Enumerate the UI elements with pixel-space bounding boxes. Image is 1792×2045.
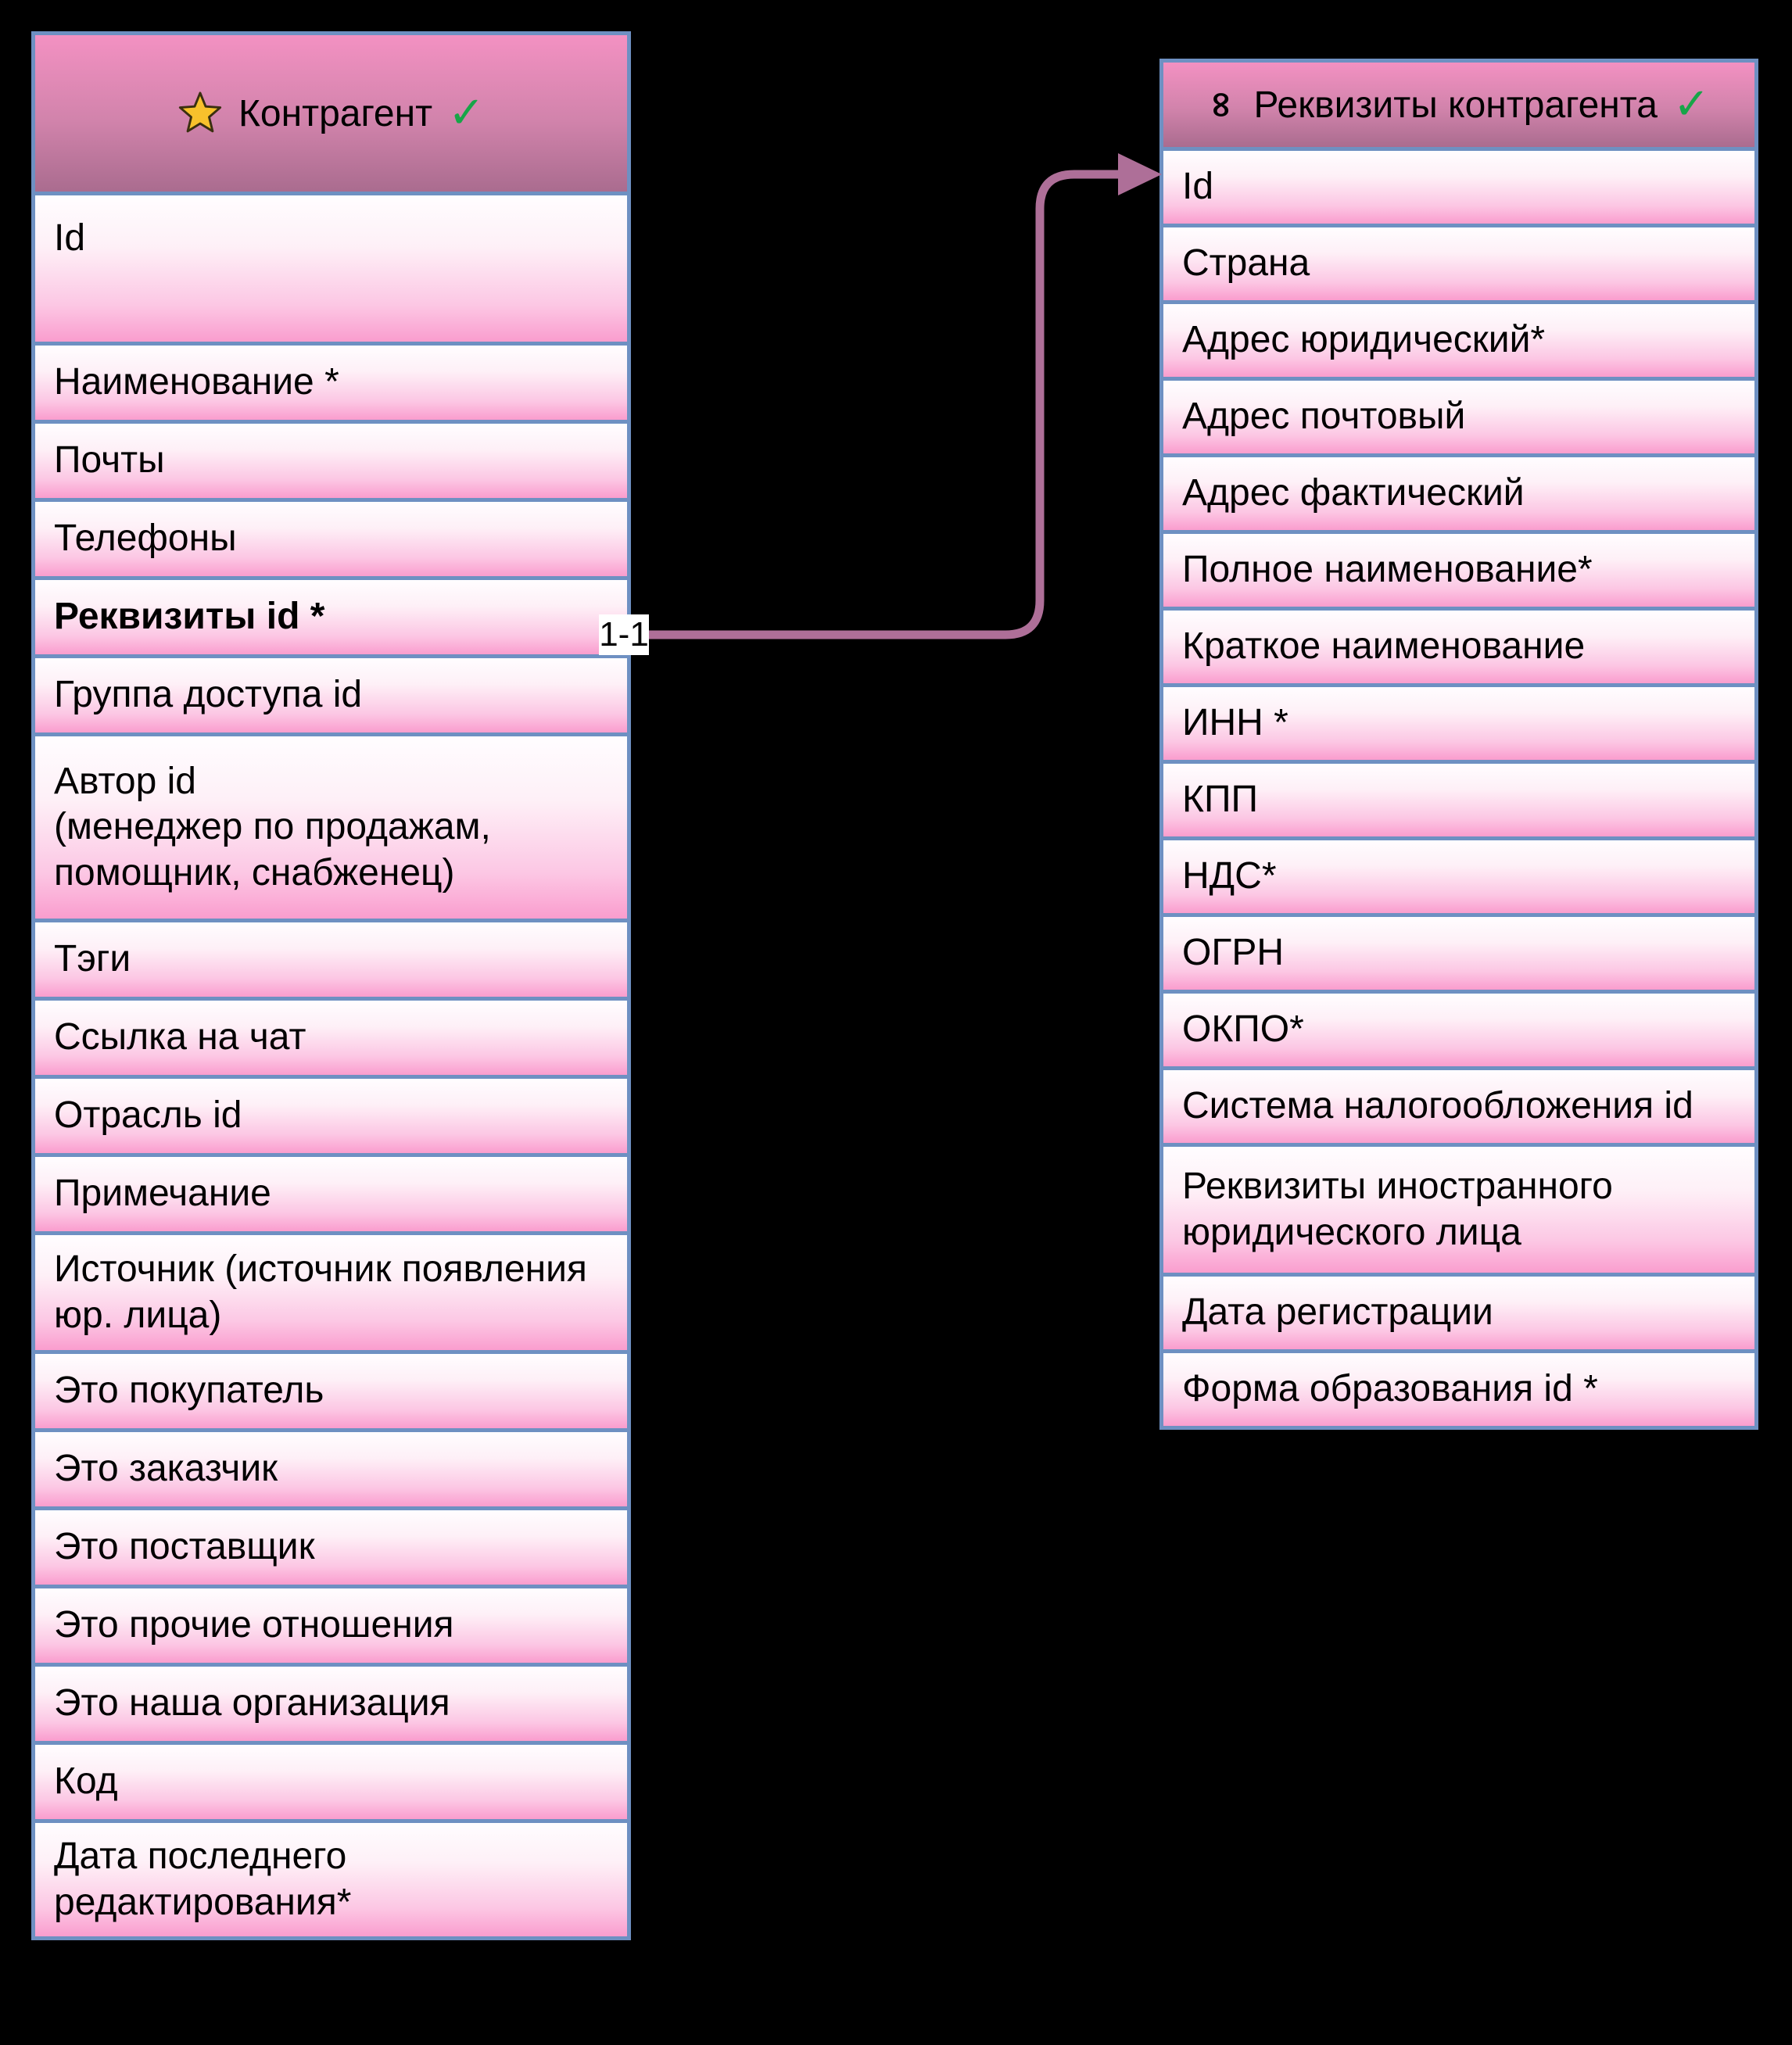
field-row: Это заказчик [35, 1428, 627, 1506]
field-row: Почты [35, 420, 627, 498]
field-row: Система налогообложения id [1163, 1066, 1754, 1143]
field-row: Автор id (менеджер по продажам, помощник… [35, 732, 627, 919]
field-row: Полное наименование* [1163, 530, 1754, 607]
field-row: КПП [1163, 760, 1754, 836]
field-row: Это наша организация [35, 1663, 627, 1741]
infinity-icon: ∞ [1202, 89, 1245, 120]
field-row: Реквизиты иностранного юридического лица [1163, 1143, 1754, 1273]
field-row: Ссылка на чат [35, 997, 627, 1075]
field-row: Id [35, 192, 627, 342]
relation-connector-arrow [630, 153, 1162, 639]
field-row: Адрес почтовый [1163, 377, 1754, 453]
field-row: Код [35, 1741, 627, 1819]
entity-table-rekvizity-kontragenta: ∞ Реквизиты контрагента ✓ Id Страна Адре… [1159, 59, 1758, 1430]
field-row: Id [1163, 147, 1754, 224]
field-row: Страна [1163, 224, 1754, 300]
field-row: Источник (источник появления юр. лица) [35, 1231, 627, 1350]
field-row: Дата регистрации [1163, 1273, 1754, 1349]
field-row: ИНН * [1163, 683, 1754, 760]
field-row: ОГРН [1163, 913, 1754, 990]
table-header: Контрагент ✓ [35, 35, 627, 192]
field-row: Это поставщик [35, 1506, 627, 1585]
field-row: Краткое наименование [1163, 607, 1754, 683]
field-row: Адрес юридический* [1163, 300, 1754, 377]
field-row: Отрасль id [35, 1075, 627, 1153]
check-icon: ✓ [448, 88, 486, 138]
field-row: Наименование * [35, 342, 627, 420]
field-row-rekvizity-id: Реквизиты id * [35, 576, 627, 654]
field-row: Адрес фактический [1163, 453, 1754, 530]
field-row: Примечание [35, 1153, 627, 1231]
field-row: Это покупатель [35, 1350, 627, 1428]
table-title: Контрагент [238, 92, 433, 134]
relation-cardinality-label: 1-1 [599, 614, 649, 655]
field-row: Форма образования id * [1163, 1349, 1754, 1426]
star-icon [177, 91, 223, 135]
check-icon: ✓ [1672, 79, 1710, 130]
field-row: НДС* [1163, 836, 1754, 913]
field-row: Телефоны [35, 498, 627, 576]
entity-table-kontragent: Контрагент ✓ Id Наименование * Почты Тел… [31, 31, 631, 1940]
field-row: ОКПО* [1163, 990, 1754, 1066]
field-row: Дата последнего редактирования* [35, 1819, 627, 1936]
field-row: Это прочие отношения [35, 1585, 627, 1663]
table-header: ∞ Реквизиты контрагента ✓ [1163, 63, 1754, 147]
field-row: Группа доступа id [35, 654, 627, 732]
table-title: Реквизиты контрагента [1253, 84, 1658, 126]
field-row: Тэги [35, 919, 627, 997]
